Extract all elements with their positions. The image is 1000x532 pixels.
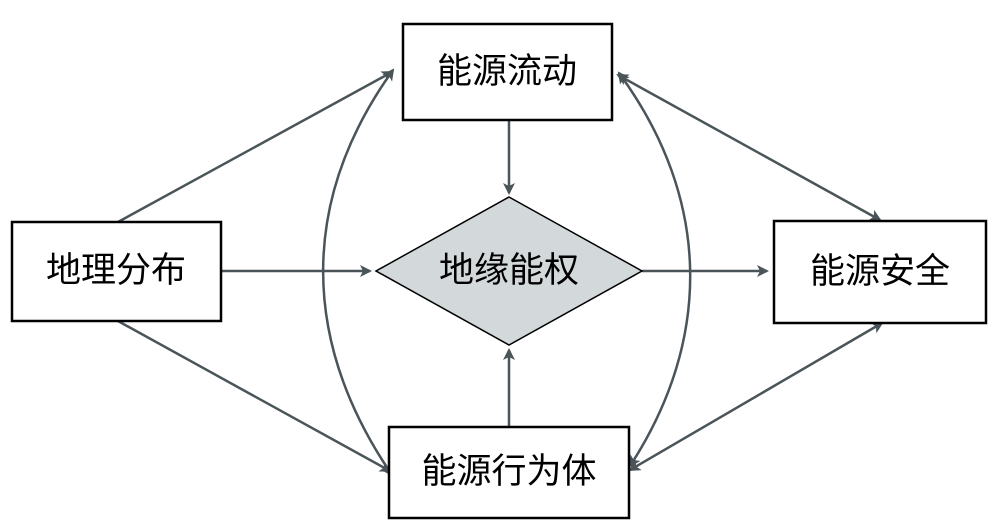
edge-geography-to-energy-actors: [117, 319, 392, 473]
node-geo-energy-power: 地缘能权: [374, 196, 644, 346]
edge-energy-flow-energy-actors-right: [617, 71, 692, 468]
node-energy-flow-label: 能源流动: [437, 52, 577, 92]
node-energy-security-label: 能源安全: [810, 252, 950, 292]
edge-geography-to-energy-flow: [117, 70, 394, 224]
node-geography: 地理分布: [10, 220, 223, 323]
node-energy-actors-label: 能源行为体: [421, 452, 596, 492]
node-energy-actors: 能源行为体: [387, 425, 631, 520]
node-energy-security-box: [772, 219, 988, 325]
edge-energy-flow-energy-security: [616, 73, 882, 222]
edge-energy-actors-energy-security: [628, 321, 884, 472]
edge-energy-flow-energy-actors-left: [321, 68, 395, 477]
node-energy-security: 能源安全: [772, 219, 988, 325]
node-energy-flow-box: [401, 22, 614, 122]
node-energy-actors-box: [387, 425, 631, 520]
node-geography-box: [10, 220, 223, 323]
node-geography-label: 地理分布: [46, 251, 186, 291]
edges: [117, 68, 884, 477]
node-geo-energy-power-label: 地缘能权: [439, 251, 579, 291]
node-geo-energy-power-diamond: [374, 196, 644, 346]
node-energy-flow: 能源流动: [401, 22, 614, 122]
